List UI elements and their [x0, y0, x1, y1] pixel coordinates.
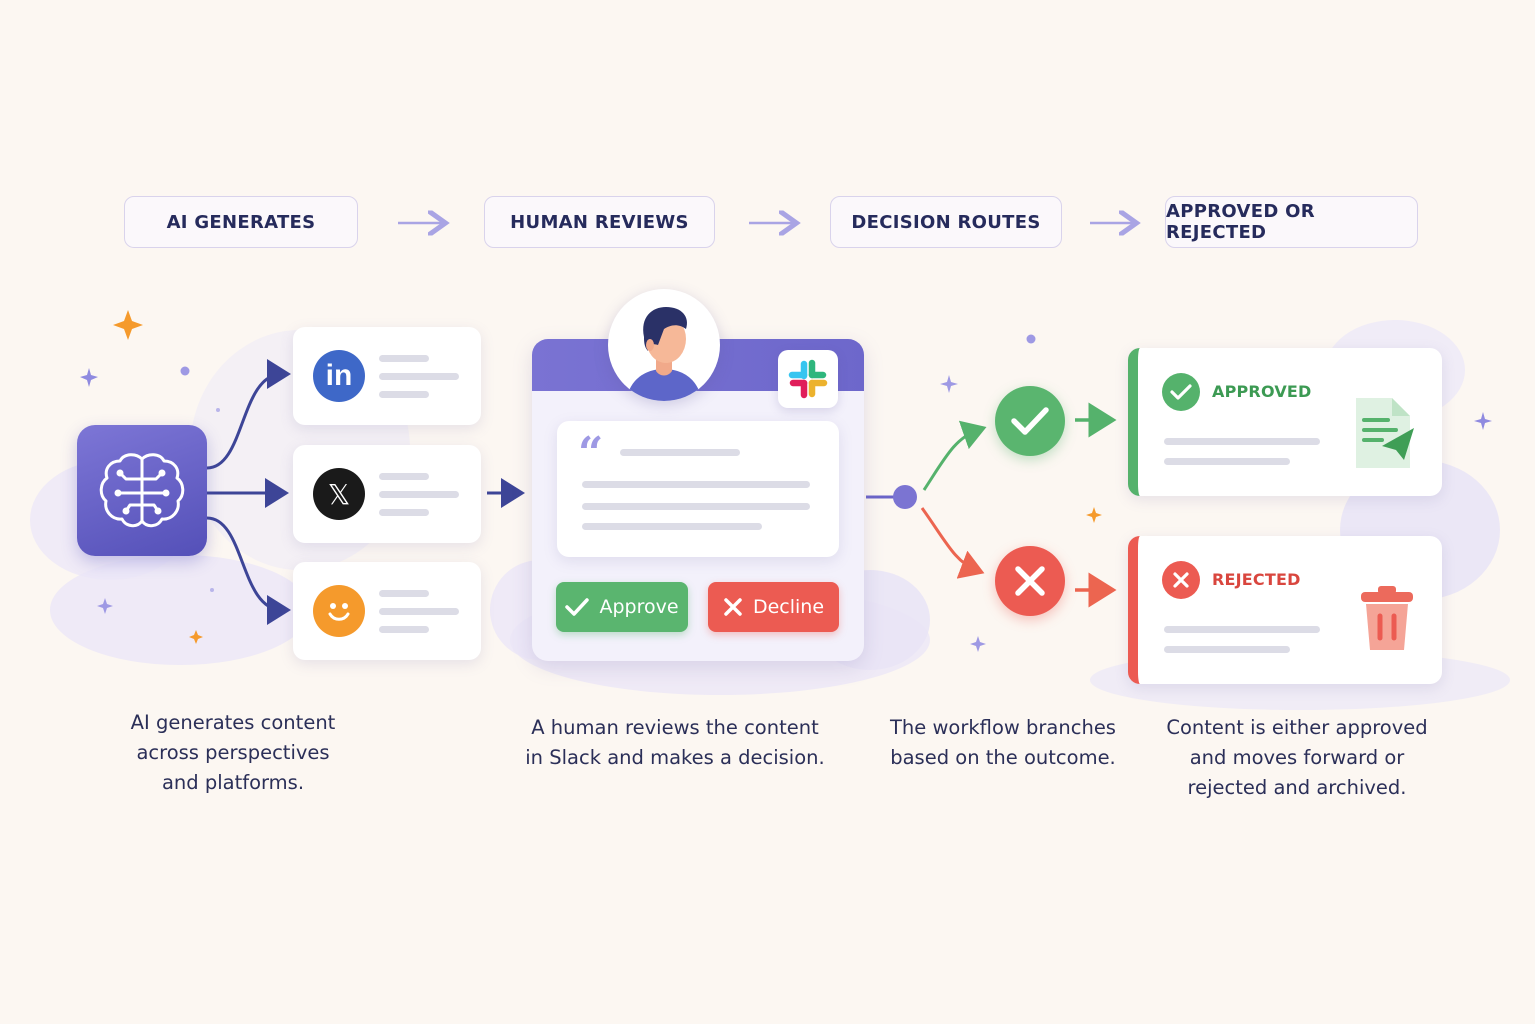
caption-ai-generates: AI generates content across perspectives… — [130, 711, 336, 794]
platform-card-smiley — [293, 562, 481, 660]
brain-icon — [99, 452, 185, 527]
x-icon: 𝕏 — [313, 468, 365, 520]
rejected-label: REJECTED — [1212, 570, 1301, 589]
reject-decision-icon — [995, 546, 1065, 616]
decline-button[interactable]: Decline — [708, 582, 839, 632]
stage-ai-generates: AI GENERATES — [124, 196, 358, 248]
platform-card-x: 𝕏 — [293, 445, 481, 543]
caption-result: Content is either approved and moves for… — [1166, 716, 1428, 799]
stage-decision-routes: DECISION ROUTES — [830, 196, 1062, 248]
caption-decision-routes: The workflow branches based on the outco… — [890, 716, 1116, 769]
document-send-icon — [1356, 398, 1414, 468]
sparkle-icon — [113, 310, 143, 340]
sparkle-icon — [1474, 412, 1492, 430]
branch-arrow — [206, 359, 291, 470]
caption-human-reviews: A human reviews the content in Slack and… — [525, 716, 825, 769]
x-glyph: 𝕏 — [327, 477, 351, 511]
platform-card-linkedin: in — [293, 327, 481, 425]
decline-branch-arrow — [920, 507, 985, 579]
smiley-icon — [313, 585, 365, 637]
approved-result-card: APPROVED — [1128, 348, 1442, 496]
approved-label: APPROVED — [1212, 382, 1312, 401]
approved-check-icon — [1162, 373, 1200, 411]
linkedin-glyph: in — [325, 359, 353, 392]
reviewer-avatar — [608, 289, 720, 401]
rejected-x-icon — [1162, 561, 1200, 599]
quote-icon: “ — [578, 428, 604, 479]
ai-brain-tile — [77, 425, 207, 556]
sparkle-icon — [940, 375, 958, 393]
slack-logo-tile — [778, 350, 838, 408]
sparkle-icon — [189, 630, 203, 644]
slack-icon — [788, 359, 828, 399]
stage-approved-or-rejected: APPROVED OR REJECTED — [1165, 196, 1418, 248]
stage-human-reviews: HUMAN REVIEWS — [484, 196, 715, 248]
sparkle-icon — [97, 598, 113, 614]
approve-button-label: Approve — [599, 596, 679, 618]
trash-icon — [1361, 586, 1413, 650]
approve-branch-arrow — [922, 420, 987, 491]
close-icon — [724, 598, 742, 616]
decline-button-label: Decline — [752, 596, 825, 618]
linkedin-icon: in — [313, 350, 365, 402]
sparkle-icon — [1086, 507, 1102, 523]
review-message-card: “ — [557, 421, 839, 557]
sparkle-icon — [970, 636, 986, 652]
check-icon — [565, 598, 590, 616]
decision-node — [893, 485, 917, 509]
rejected-result-card: REJECTED — [1128, 536, 1442, 684]
sparkle-icon — [80, 368, 98, 387]
branch-arrow — [206, 516, 291, 625]
approve-button[interactable]: Approve — [556, 582, 688, 632]
approve-decision-icon — [995, 386, 1065, 456]
